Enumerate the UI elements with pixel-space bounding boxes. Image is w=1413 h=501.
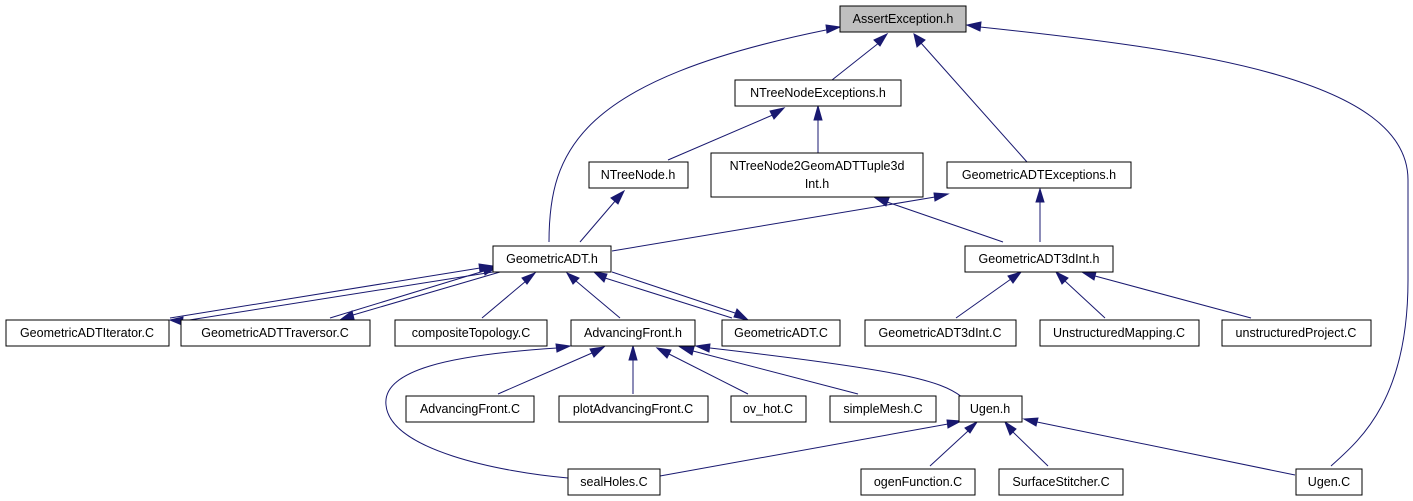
node-label: AdvancingFront.C (420, 402, 520, 416)
node-label: NTreeNode.h (601, 168, 676, 182)
edge-traversor-to-geometricadt-b (338, 271, 501, 321)
node-label-line-2: Int.h (805, 177, 829, 191)
node-surface-stitcher-c[interactable]: SurfaceStitcher.C (998, 468, 1124, 496)
edge-unstructuredmapping-to-geometricadt3dint (1054, 270, 1106, 319)
node-label: Ugen.C (1308, 475, 1350, 489)
node-label: GeometricADTTraversor.C (201, 326, 348, 340)
node-advancing-front-h[interactable]: AdvancingFront.h (570, 319, 696, 347)
edge-ugenc-to-assertexception (965, 21, 1409, 467)
edge-compositetopology-to-geometricadt (481, 271, 537, 319)
edge-geometricadt-to-assertexception (548, 24, 842, 243)
node-ntree-node2-geom-adt-tuple3d-int-h[interactable]: NTreeNode2GeomADTTuple3d Int.h (710, 152, 924, 198)
node-ugen-c[interactable]: Ugen.C (1295, 468, 1363, 496)
node-label: plotAdvancingFront.C (573, 402, 693, 416)
edge-simplemesh-to-advancingfronth (678, 346, 859, 395)
node-geometric-adt-traversor-c[interactable]: GeometricADTTraversor.C (180, 319, 371, 347)
node-label: NTreeNodeExceptions.h (750, 86, 886, 100)
node-label: unstructuredProject.C (1236, 326, 1357, 340)
node-label: UnstructuredMapping.C (1053, 326, 1185, 340)
edge-ogenfunction-to-ugenh (929, 420, 979, 467)
edge-ntreenode-to-ntreenodeexceptions (667, 107, 786, 161)
edge-ugenh-to-advancingfronth (694, 343, 963, 398)
edge-geometricadt3dint-to-geometricadtexceptions (1035, 187, 1045, 242)
node-advancing-front-c[interactable]: AdvancingFront.C (405, 395, 535, 423)
edge-advancingfronth-to-geometricadt (565, 271, 621, 319)
node-plot-advancing-front-c[interactable]: plotAdvancingFront.C (558, 395, 709, 423)
node-label: GeometricADT.h (506, 252, 598, 266)
node-label: simpleMesh.C (843, 402, 922, 416)
edge-traversor-to-geometricadt-a (329, 266, 499, 319)
node-label: Ugen.h (970, 402, 1010, 416)
edge-geometricadtc-to-geometricadt-a (592, 271, 733, 319)
node-ogen-function-c[interactable]: ogenFunction.C (860, 468, 976, 496)
edge-surfacestitcher-to-ugenh (1003, 420, 1049, 467)
edge-sealholes-to-advancingfronth (385, 343, 572, 479)
node-label: SurfaceStitcher.C (1012, 475, 1109, 489)
edge-geometricadtexceptions-to-assertexception (913, 33, 1028, 163)
node-label: GeometricADT3dInt.C (879, 326, 1002, 340)
node-assert-exception-h[interactable]: AssertException.h (839, 5, 967, 33)
node-label: GeometricADT.C (734, 326, 828, 340)
node-label: AssertException.h (853, 12, 954, 26)
node-geometric-adt-h[interactable]: GeometricADT.h (492, 245, 612, 273)
edge-ntreenode2geom-to-ntreenodeexceptions (813, 104, 823, 153)
edge-geometricadt-to-geometricadtexceptions (611, 192, 950, 252)
node-label: ogenFunction.C (874, 475, 962, 489)
edge-geometricadt-to-ntreenode (579, 189, 626, 243)
edge-advancingfrontc-to-advancingfronth (497, 346, 606, 395)
node-label: compositeTopology.C (412, 326, 531, 340)
node-label: sealHoles.C (580, 475, 647, 489)
node-label-line-1: NTreeNode2GeomADTTuple3d (730, 159, 905, 173)
node-label: ov_hot.C (743, 402, 793, 416)
node-geometric-adt3dint-c[interactable]: GeometricADT3dInt.C (864, 319, 1017, 347)
node-geometric-adt3dint-h[interactable]: GeometricADT3dInt.h (964, 245, 1114, 273)
node-seal-holes-c[interactable]: sealHoles.C (567, 468, 661, 496)
node-label: GeometricADTIterator.C (20, 326, 154, 340)
edge-ovhot-to-advancingfronth (655, 347, 749, 395)
edge-sealholes-to-ugenh (659, 419, 963, 477)
node-ntree-node-h[interactable]: NTreeNode.h (588, 161, 689, 189)
node-ugen-h[interactable]: Ugen.h (958, 395, 1023, 423)
edge-geometricadt3dint-to-ntreenode2geom (872, 196, 1004, 243)
node-geometric-adt-c[interactable]: GeometricADT.C (721, 319, 841, 347)
edge-plotadvancingfront-to-advancingfronth (628, 344, 638, 394)
node-label: AdvancingFront.h (584, 326, 682, 340)
node-ov-hot-c[interactable]: ov_hot.C (730, 395, 807, 423)
edge-geometricadt3dintc-to-geometricadt3dint (955, 271, 1023, 319)
edge-iterator-to-geometricadt-a (169, 263, 495, 319)
node-unstructured-project-c[interactable]: unstructuredProject.C (1221, 319, 1372, 347)
node-geometric-adt-iterator-c[interactable]: GeometricADTIterator.C (5, 319, 170, 347)
node-simple-mesh-c[interactable]: simpleMesh.C (829, 395, 937, 423)
edge-ugenc-to-ugenh (1022, 417, 1296, 476)
edge-unstructuredproject-to-geometricadt3dint (1080, 271, 1252, 319)
node-composite-topology-c[interactable]: compositeTopology.C (394, 319, 548, 347)
node-ntree-node-exceptions-h[interactable]: NTreeNodeExceptions.h (734, 79, 902, 107)
edge-geometricadtc-to-geometricadt-b (611, 271, 750, 321)
node-label: GeometricADTExceptions.h (962, 168, 1116, 182)
node-label: GeometricADT3dInt.h (979, 252, 1100, 266)
edge-ntreenodeexceptions-to-assertexception (831, 32, 889, 81)
node-unstructured-mapping-c[interactable]: UnstructuredMapping.C (1039, 319, 1200, 347)
node-geometric-adt-exceptions-h[interactable]: GeometricADTExceptions.h (946, 161, 1132, 189)
